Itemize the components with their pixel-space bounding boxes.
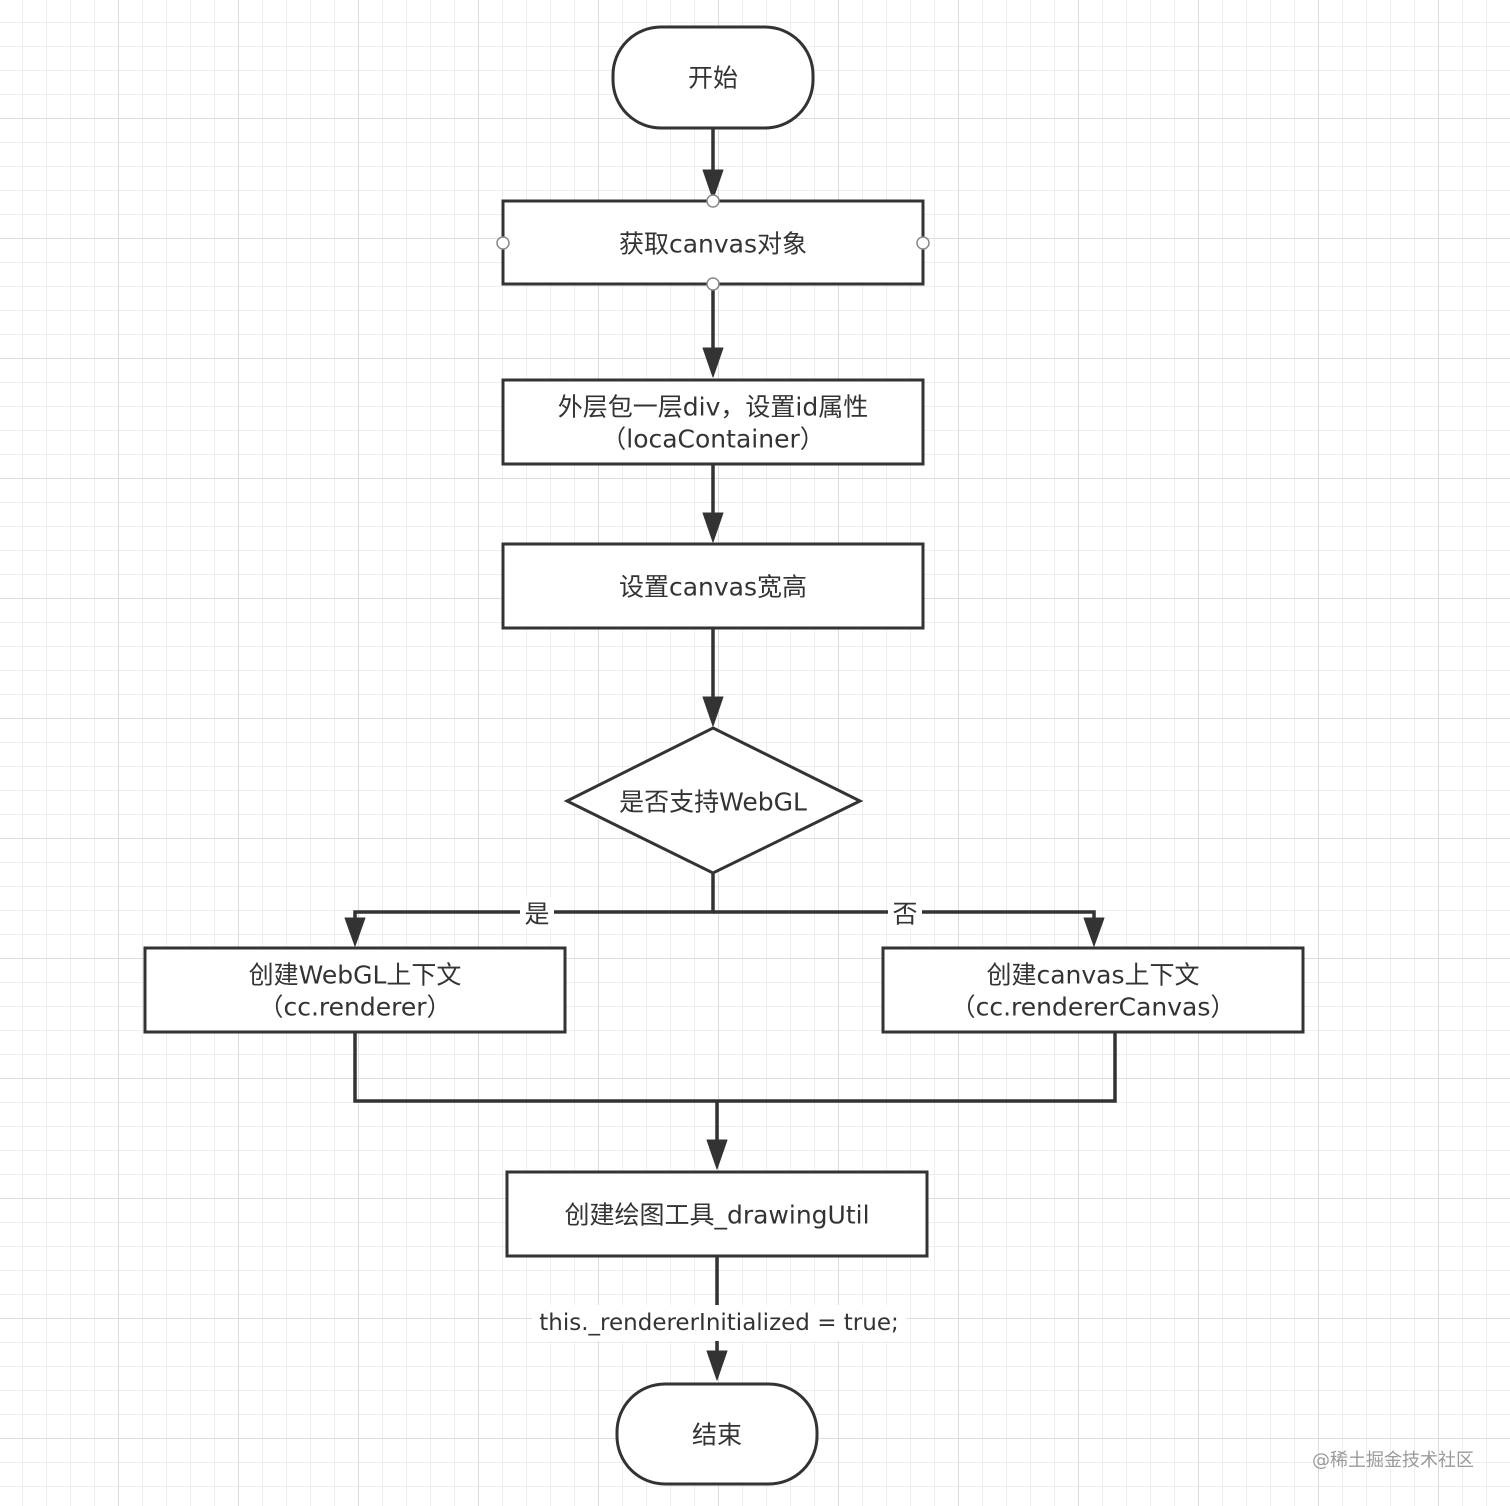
- node-wrap-div-label-line2: （locaContainer）: [601, 425, 824, 454]
- node-start[interactable]: 开始: [611, 25, 815, 130]
- node-canvas-context-label-line2: （cc.rendererCanvas）: [951, 993, 1236, 1022]
- edge-labels: 是 否 this._rendererInitialized = true;: [520, 897, 922, 1341]
- node-decision-shape[interactable]: [563, 726, 864, 875]
- node-canvas-context-label-line1: 创建canvas上下文: [986, 961, 1199, 990]
- node-wrap-div[interactable]: 外层包一层div，设置id属性 （locaContainer）: [501, 378, 925, 466]
- arrowhead-canvas: [1083, 917, 1105, 947]
- arrowhead-webgl: [344, 917, 366, 947]
- node-set-size-shape[interactable]: [501, 542, 925, 630]
- node-get-canvas[interactable]: 获取canvas对象: [496, 194, 930, 291]
- node-webgl-context-shape[interactable]: [143, 946, 567, 1034]
- edge-label-yes-bg: [520, 897, 554, 929]
- node-drawing-util-shape[interactable]: [505, 1170, 929, 1258]
- arrowhead-end: [706, 1350, 728, 1381]
- connection-handle-bottom[interactable]: [706, 277, 720, 291]
- arrowhead-set-size: [702, 512, 724, 543]
- edge-webgl-to-merge[interactable]: [353, 1032, 1117, 1103]
- node-wrap-div-label-line1: 外层包一层div，设置id属性: [558, 393, 868, 422]
- arrowhead-decision: [702, 696, 724, 727]
- arrowhead-drawing-util: [706, 1139, 728, 1170]
- node-drawing-util[interactable]: 创建绘图工具_drawingUtil: [505, 1170, 929, 1258]
- watermark: @稀土掘金技术社区: [1312, 1450, 1474, 1471]
- node-start-label: 开始: [688, 64, 738, 93]
- node-webgl-context-label-line2: （cc.renderer）: [258, 993, 451, 1022]
- edge-label-yes: 是: [524, 900, 549, 929]
- node-webgl-context-label-line1: 创建WebGL上下文: [249, 961, 462, 990]
- node-get-canvas-label: 获取canvas对象: [619, 230, 807, 259]
- node-canvas-context-shape[interactable]: [881, 946, 1305, 1034]
- node-end[interactable]: 结束: [615, 1382, 819, 1486]
- node-set-size[interactable]: 设置canvas宽高: [501, 542, 925, 630]
- connection-handle-right[interactable]: [916, 236, 930, 250]
- edge-label-no-bg: [888, 897, 922, 929]
- node-end-label: 结束: [692, 1421, 742, 1450]
- arrowhead-get-canvas: [702, 169, 724, 200]
- node-drawing-util-label: 创建绘图工具_drawingUtil: [564, 1201, 869, 1230]
- arrowhead-wrap-div: [702, 347, 724, 378]
- node-start-shape[interactable]: [611, 25, 815, 130]
- node-wrap-div-shape[interactable]: [501, 378, 925, 466]
- connection-handle-left[interactable]: [496, 236, 510, 250]
- node-set-size-label: 设置canvas宽高: [619, 573, 807, 602]
- node-end-shape[interactable]: [615, 1382, 819, 1486]
- node-canvas-context[interactable]: 创建canvas上下文 （cc.rendererCanvas）: [881, 946, 1305, 1034]
- connection-handle-top[interactable]: [706, 194, 720, 208]
- edge-label-no: 否: [892, 900, 917, 929]
- edge-label-renderer-initialized-bg: [532, 1305, 906, 1341]
- node-webgl-context[interactable]: 创建WebGL上下文 （cc.renderer）: [143, 946, 567, 1034]
- node-decision[interactable]: 是否支持WebGL: [563, 726, 864, 875]
- edge-label-renderer-initialized: this._rendererInitialized = true;: [539, 1310, 898, 1336]
- node-decision-label: 是否支持WebGL: [619, 788, 807, 817]
